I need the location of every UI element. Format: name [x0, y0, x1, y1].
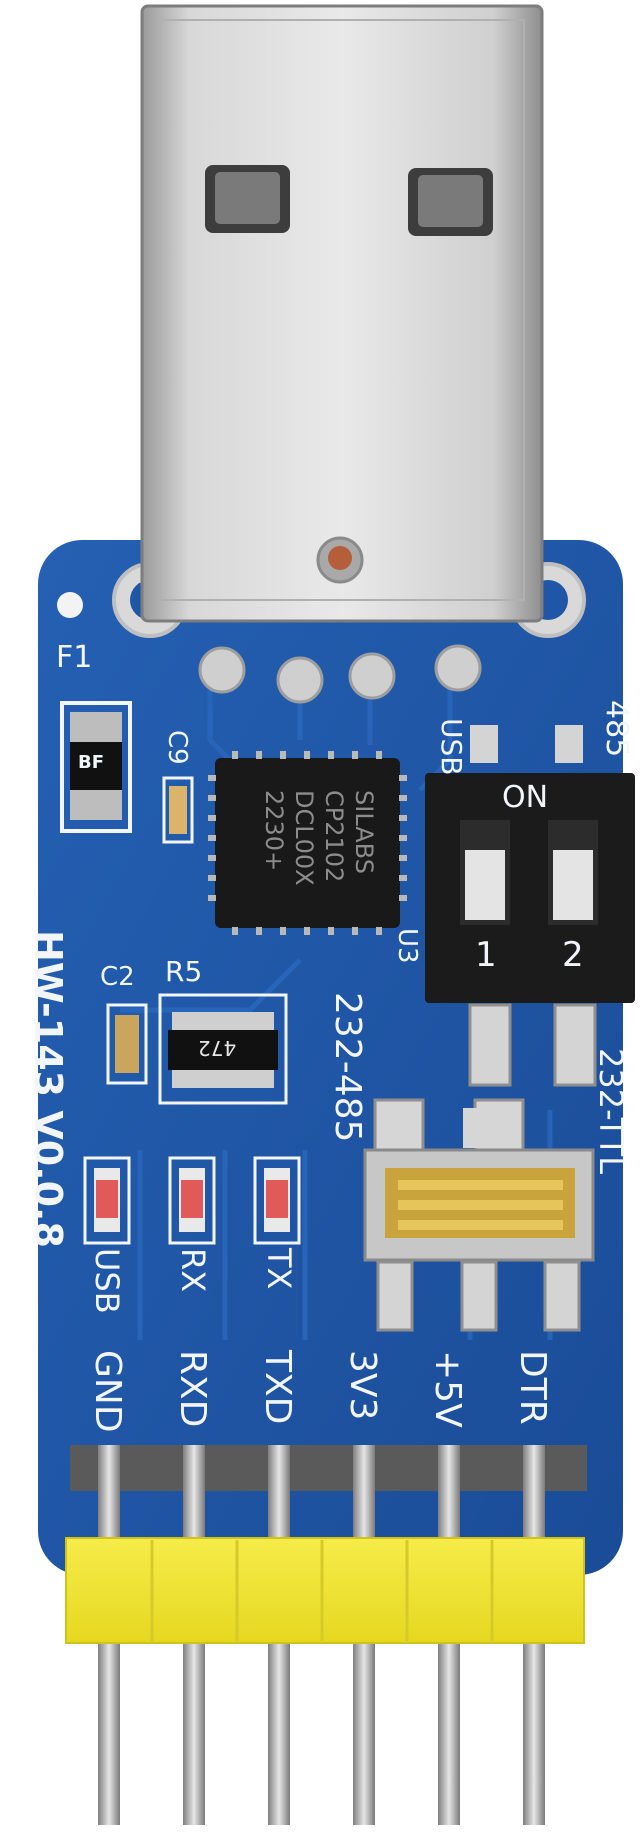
ttl-position-label: 232-TTL — [592, 1048, 630, 1175]
slide-switch — [363, 1098, 595, 1332]
board-model-label: HW-143 V0.0.8 — [26, 930, 70, 1248]
c2-designator: C2 — [100, 962, 135, 992]
pin-label-gnd: GND — [87, 1350, 128, 1433]
chip-marking-line-4: 2230+ — [260, 790, 288, 872]
dip-switch-1-label: 1 — [475, 935, 497, 975]
c9-designator: C9 — [162, 730, 192, 765]
dip-switch-2-label: 2 — [562, 935, 584, 975]
pin-label-txd: TXD — [257, 1350, 298, 1425]
chip-marking-line-1: SILABS — [350, 790, 378, 874]
led-label-tx: TX — [260, 1248, 298, 1290]
led-label-usb: USB — [88, 1248, 126, 1314]
dip-switch — [425, 725, 635, 1087]
pin-label-rxd: RXD — [172, 1350, 213, 1428]
r5-designator: R5 — [165, 955, 203, 988]
pin-label-dtr: DTR — [512, 1350, 553, 1425]
led-label-rx: RX — [174, 1248, 212, 1293]
resistor-array-r5 — [158, 993, 288, 1105]
pin-label-3v3: 3V3 — [342, 1350, 383, 1421]
chip-marking-line-3: DCL00X — [290, 790, 318, 886]
pin-header — [65, 1445, 587, 1825]
fuse-f1 — [60, 701, 132, 833]
chip-designator: U3 — [392, 928, 422, 964]
chip-marking-line-2: CP2102 — [320, 790, 348, 883]
usb-position-label: USB — [435, 718, 468, 776]
pin-label-5v: +5V — [427, 1350, 468, 1428]
mode-switch-label: 232-485 — [327, 992, 368, 1143]
resistor-marking: 472 — [198, 1036, 237, 1060]
fuse-marking: BF — [78, 752, 105, 773]
usb-connector — [140, 4, 544, 704]
capacitor-c9 — [162, 776, 194, 844]
cp2102-chip — [208, 751, 407, 935]
dip-on-label: ON — [502, 780, 549, 815]
led-indicators — [83, 1156, 301, 1245]
rs485-position-label: 485 — [599, 700, 634, 758]
capacitor-c2 — [106, 1003, 148, 1085]
fuse-designator: F1 — [56, 640, 93, 675]
